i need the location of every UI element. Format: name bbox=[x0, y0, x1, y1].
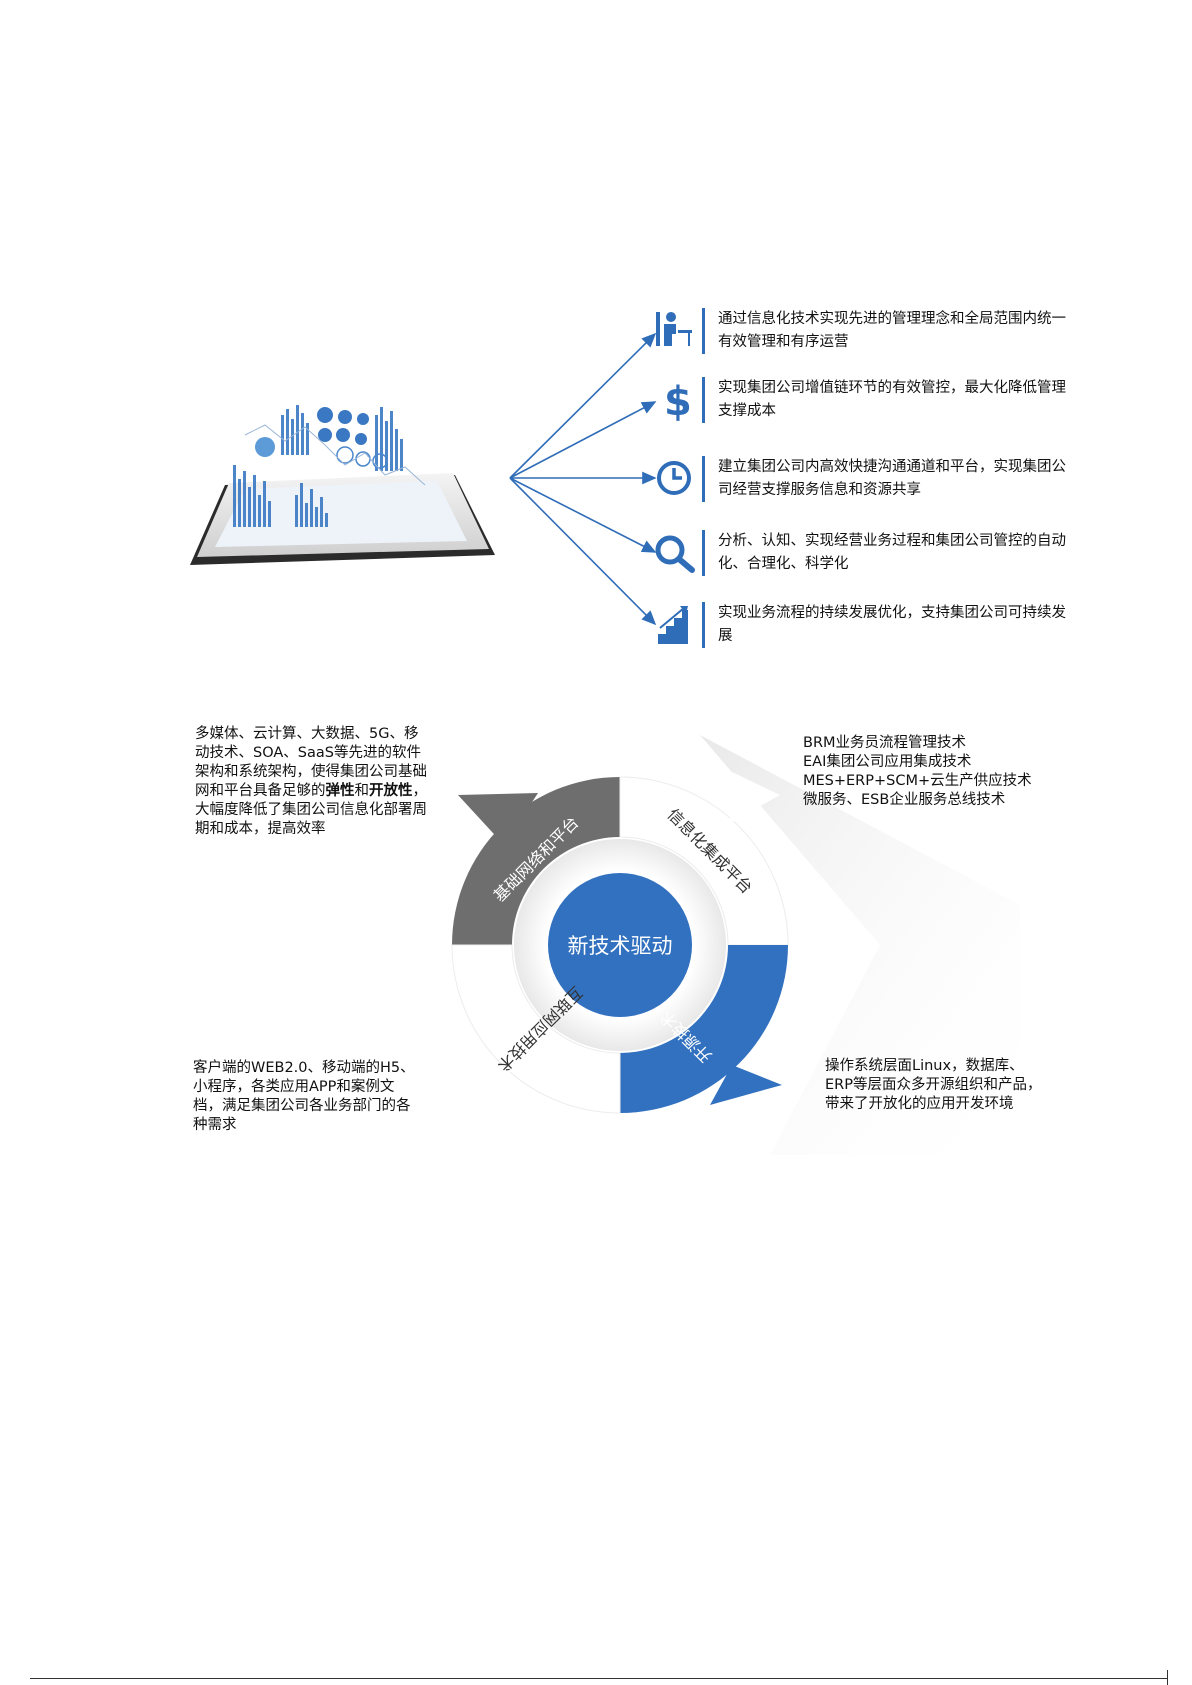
goal-item: 通过信息化技术实现先进的管理理念和全局范围内统一有效管理和有序运营 bbox=[652, 308, 1066, 356]
note-base-network: 多媒体、云计算、大数据、5G、移动技术、SOA、SaaS等先进的软件架构和系统架… bbox=[195, 725, 430, 839]
goal-divider bbox=[702, 530, 705, 576]
note-emphasis: 开放性 bbox=[369, 783, 413, 799]
arrow-tip-blue bbox=[710, 1065, 782, 1105]
goal-item: 实现业务流程的持续发展优化，支持集团公司可持续发展 bbox=[652, 602, 1066, 650]
segment-base-network bbox=[452, 777, 620, 945]
goal-divider bbox=[702, 602, 705, 648]
segment-integration-platform bbox=[619, 776, 789, 946]
note-line: 微服务、ESB企业服务总线技术 bbox=[803, 792, 1006, 808]
center-circle bbox=[548, 873, 692, 1017]
note-line: MES+ERP+SCM+云生产供应技术 bbox=[803, 773, 1032, 789]
long-shadow bbox=[700, 735, 1020, 1155]
goal-text: 实现业务流程的持续发展优化，支持集团公司可持续发展 bbox=[718, 605, 1066, 644]
goal-item: 分析、认知、实现经营业务过程和集团公司管控的自动化、合理化、科学化 bbox=[652, 530, 1066, 578]
note-internet-apps: 客户端的WEB2.0、移动端的H5、小程序，各类应用APP和案例文档，满足集团公… bbox=[193, 1060, 415, 1133]
note-text: 和 bbox=[354, 783, 370, 799]
arrow-tip-gray bbox=[458, 793, 538, 845]
segment-open-source bbox=[620, 945, 788, 1113]
segment-internet-apps bbox=[451, 944, 621, 1114]
dollar-icon: $ bbox=[664, 379, 692, 421]
note-line: BRM业务员流程管理技术 bbox=[803, 735, 967, 751]
goal-text: 建立集团公司内高效快捷沟通通道和平台，实现集团公司经营支撑服务信息和资源共享 bbox=[718, 459, 1066, 498]
center-label: 新技术驱动 bbox=[568, 934, 673, 958]
footer-tick bbox=[1167, 1670, 1168, 1685]
clock-icon bbox=[657, 461, 691, 495]
arrow-tip-white-right bbox=[730, 771, 780, 823]
goal-divider bbox=[702, 308, 705, 354]
note-text: ，大幅度降低了集团公司信息化部署周期和成本，提高效率 bbox=[195, 783, 427, 837]
note-open-source: 操作系统层面Linux，数据库、ERP等层面众多开源组织和产品，带来了开放化的应… bbox=[825, 1058, 1042, 1112]
note-integration-platform: BRM业务员流程管理技术 EAI集团公司应用集成技术 MES+ERP+SCM+云… bbox=[803, 734, 1043, 810]
goal-divider bbox=[702, 456, 705, 502]
svg-text:$: $ bbox=[664, 379, 692, 421]
goal-item: $ 实现集团公司增值链环节的有效管控，最大化降低管理支撑成本 bbox=[652, 377, 1066, 425]
note-emphasis: 弹性 bbox=[325, 783, 355, 799]
note-line: EAI集团公司应用集成技术 bbox=[803, 754, 972, 770]
footer-rule bbox=[30, 1678, 1168, 1679]
growth-stairs-icon bbox=[658, 606, 688, 644]
person-at-desk-icon bbox=[656, 312, 692, 346]
note-text: 多媒体、云计算、大数据、5G、移动技术、SOA、SaaS等先进的软件架构和系统架… bbox=[195, 726, 427, 799]
tablet-analytics-image bbox=[190, 405, 495, 565]
goal-text: 通过信息化技术实现先进的管理理念和全局范围内统一有效管理和有序运营 bbox=[718, 311, 1066, 350]
magnifier-icon bbox=[655, 535, 695, 573]
goal-text: 分析、认知、实现经营业务过程和集团公司管控的自动化、合理化、科学化 bbox=[718, 533, 1066, 572]
cycle-diagram: 新技术驱动 基础网络和平台 信息化集成平台 开源技术 互联网应用技术 bbox=[451, 735, 1020, 1155]
goal-text: 实现集团公司增值链环节的有效管控，最大化降低管理支撑成本 bbox=[718, 380, 1066, 419]
goal-item: 建立集团公司内高效快捷沟通通道和平台，实现集团公司经营支撑服务信息和资源共享 bbox=[652, 456, 1066, 504]
goal-divider bbox=[702, 377, 705, 423]
arrow-tip-white-left bbox=[458, 1063, 514, 1115]
